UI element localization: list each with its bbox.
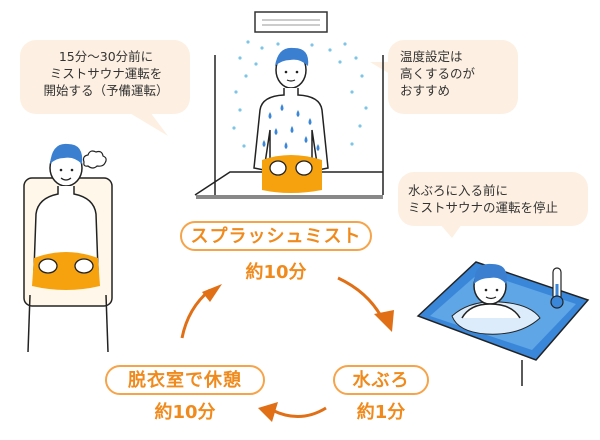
step-label-rest: 脱衣室で休憩 — [105, 365, 265, 395]
speech-bubble-stop — [398, 172, 588, 238]
arrow-heads — [202, 284, 394, 422]
bubble-text-stop: 水ぶろに入る前に ミストサウナの運転を停止 — [408, 183, 559, 215]
speech-bubble-temp — [370, 40, 518, 114]
steam-icon — [82, 150, 107, 169]
thermometer-icon — [550, 267, 564, 309]
step-label-cold-bath: 水ぶろ — [333, 365, 429, 395]
step-duration-cold-bath: 約1分 — [356, 402, 406, 423]
man-under-mist — [253, 47, 329, 193]
man-resting-in-chair — [23, 143, 113, 353]
speech-bubble-prep — [20, 40, 190, 136]
bubble-text-prep: 15分〜30分前に ミストサウナ運転を 開始する（予備運転） — [43, 49, 169, 98]
mist-ceiling-unit-icon — [254, 11, 328, 33]
step-duration-rest: 約10分 — [154, 402, 216, 423]
step-duration-splash-mist: 約10分 — [245, 262, 307, 283]
cold-bath — [416, 261, 590, 386]
step-label-splash-mist: スプラッシュミスト — [180, 221, 372, 251]
bubble-text-temp: 温度設定は 高くするのが おすすめ — [400, 49, 476, 98]
shower-room — [194, 11, 384, 199]
